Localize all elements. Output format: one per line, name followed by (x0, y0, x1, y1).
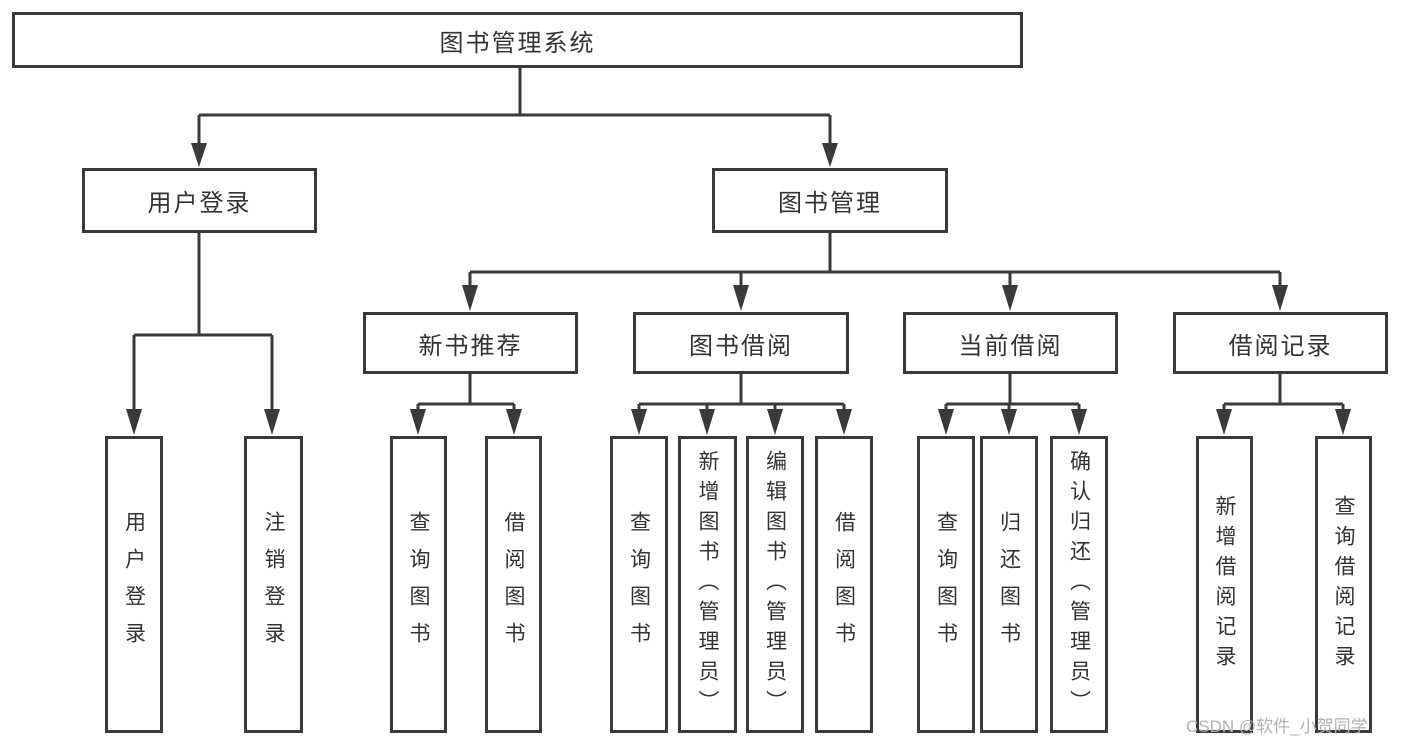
leaf-query-book-borrow-label: 查询图书 (627, 510, 651, 659)
leaf-confirm-return-admin: 确认归还（管理员） (1050, 436, 1108, 733)
node-root: 图书管理系统 (12, 12, 1023, 68)
leaf-query-book-borrow: 查询图书 (610, 436, 668, 733)
leaf-confirm-return-admin-label: 确认归还（管理员） (1067, 449, 1091, 720)
leaf-borrow-book-recommend: 借阅图书 (485, 436, 542, 733)
node-borrow-record-label: 借阅记录 (1228, 332, 1333, 360)
node-book-management-label: 图书管理 (778, 190, 882, 217)
node-root-label: 图书管理系统 (439, 29, 596, 57)
node-current-borrow-label: 当前借阅 (958, 332, 1063, 360)
leaf-query-book-current: 查询图书 (917, 436, 975, 733)
leaf-return-book: 归还图书 (980, 436, 1038, 733)
leaf-user-login: 用户登录 (105, 436, 163, 733)
leaf-borrow-book-recommend-label: 借阅图书 (502, 510, 525, 659)
node-book-management: 图书管理 (712, 168, 948, 233)
leaf-user-login-label: 用户登录 (122, 510, 146, 659)
arrowheads (126, 143, 1351, 435)
leaf-borrow-book-label: 借阅图书 (832, 510, 856, 659)
leaf-return-book-label: 归还图书 (997, 510, 1021, 659)
leaf-logout: 注销登录 (244, 436, 303, 733)
leaf-query-borrow-record-label: 查询借阅记录 (1332, 494, 1355, 675)
node-borrow-record: 借阅记录 (1173, 312, 1388, 374)
leaf-add-borrow-record-label: 新增借阅记录 (1213, 494, 1236, 675)
leaf-logout-label: 注销登录 (262, 510, 285, 659)
leaf-query-borrow-record: 查询借阅记录 (1315, 436, 1372, 733)
node-user-login-label: 用户登录 (147, 190, 252, 217)
node-new-book-recommend: 新书推荐 (363, 312, 578, 374)
node-user-login: 用户登录 (82, 168, 317, 233)
leaf-add-borrow-record: 新增借阅记录 (1196, 436, 1253, 733)
node-current-borrow: 当前借阅 (903, 312, 1118, 374)
leaf-query-book-recommend: 查询图书 (390, 436, 447, 733)
watermark: CSDN @软件_小贺同学 (1186, 717, 1368, 736)
node-book-borrow-label: 图书借阅 (689, 332, 793, 360)
leaf-add-book-admin-label: 新增图书（管理员） (696, 449, 719, 720)
node-new-book-recommend-label: 新书推荐 (418, 332, 523, 360)
node-book-borrow: 图书借阅 (633, 312, 849, 374)
leaf-edit-book-admin: 编辑图书（管理员） (746, 436, 804, 733)
leaf-add-book-admin: 新增图书（管理员） (678, 436, 737, 733)
leaf-query-book-current-label: 查询图书 (934, 510, 958, 659)
leaf-edit-book-admin-label: 编辑图书（管理员） (763, 449, 787, 720)
leaf-query-book-recommend-label: 查询图书 (407, 510, 430, 659)
leaf-borrow-book: 借阅图书 (815, 436, 873, 733)
